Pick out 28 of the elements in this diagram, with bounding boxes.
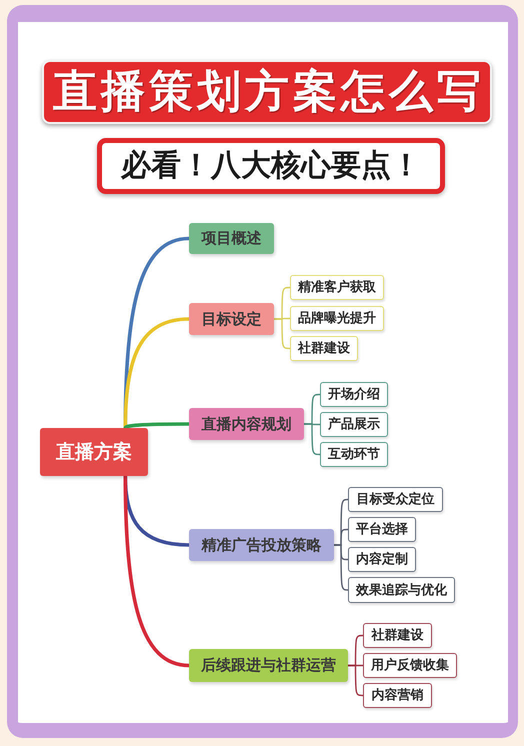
connector-line	[124, 474, 191, 668]
branch-topic-box: 项目概述	[189, 223, 274, 254]
branch-topic-box: 目标设定	[189, 303, 274, 335]
connector-line	[333, 544, 349, 591]
subtopic-box: 内容营销	[363, 683, 432, 708]
connector-line	[124, 317, 191, 430]
title-banner: 直播策划方案怎么写	[42, 60, 492, 124]
subtopic-box: 内容定制	[348, 547, 416, 572]
subtopic-box: 产品展示	[320, 412, 388, 437]
connector-line	[347, 664, 364, 696]
subtopic-box: 精准客户获取	[290, 275, 384, 300]
branch-topic-box: 后续跟进与社群运营	[189, 649, 348, 682]
branch-topic-box: 直播内容规划	[189, 408, 304, 440]
subtopic-box: 社群建设	[363, 623, 432, 648]
subtopic-box: 平台选择	[348, 517, 416, 542]
connector-line	[273, 318, 291, 350]
connector-line	[124, 422, 191, 430]
subtopic-box: 目标受众定位	[348, 487, 443, 512]
central-topic-box: 直播方案	[40, 428, 148, 476]
subtopic-box: 社群建设	[290, 336, 358, 361]
subtopic-box: 效果追踪与优化	[348, 577, 455, 603]
branch-topic-box: 精准广告投放策略	[189, 529, 334, 561]
subtitle-banner: 必看！八大核心要点！	[97, 138, 445, 194]
subtopic-box: 用户反馈收集	[363, 653, 457, 678]
connector-line	[303, 423, 321, 456]
subtopic-box: 互动环节	[320, 442, 388, 467]
subtopic-box: 品牌曝光提升	[290, 306, 384, 331]
subtopic-box: 开场介绍	[320, 382, 388, 407]
